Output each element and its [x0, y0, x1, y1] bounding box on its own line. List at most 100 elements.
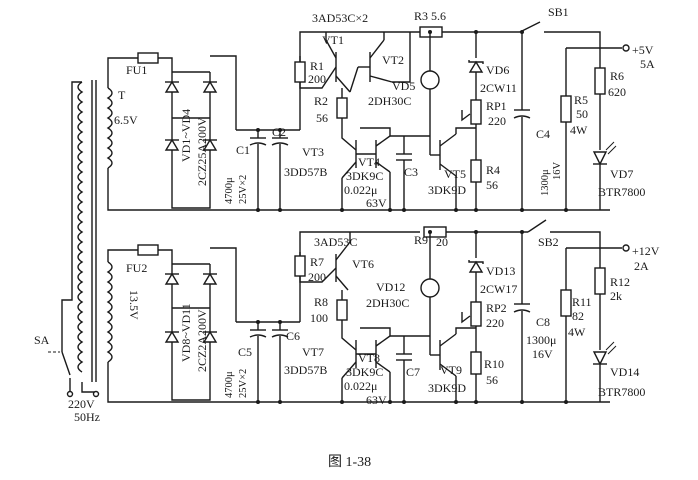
- c8-rating: 16V: [532, 347, 553, 361]
- vt4-type: 3DK9C: [346, 169, 383, 183]
- diode-vd5: [420, 70, 440, 90]
- secondary2-voltage: 13.5V: [127, 290, 141, 320]
- resistor-r8-label: R8: [314, 295, 328, 309]
- vd7-label: VD7: [610, 167, 633, 181]
- capacitor-c8-label: C8: [536, 315, 550, 329]
- capacitor-c6: [271, 322, 289, 402]
- transistor-vt9: [429, 327, 476, 402]
- resistor-r1-value: 200: [308, 72, 326, 86]
- resistor-r4-value: 56: [486, 178, 498, 192]
- capacitor-c7-value: 0.022μ: [344, 379, 377, 393]
- transistor-vt5: [429, 127, 476, 210]
- vd13-label: VD13: [486, 264, 515, 278]
- resistor-r7-label: R7: [310, 255, 324, 269]
- bridge-rectifier-1: [164, 71, 218, 209]
- resistor-r3-label: R3 5.6: [414, 9, 446, 23]
- capacitor-c7-rating: 63V: [366, 393, 387, 407]
- vd5-label: VD5: [392, 79, 415, 93]
- bridge2-diodes: VD8~VD11: [179, 303, 193, 362]
- capacitor-c4: [513, 32, 531, 210]
- capacitor-c3: [390, 135, 430, 210]
- resistor-r11-label: R11: [572, 295, 592, 309]
- capacitor-c7: [390, 335, 430, 402]
- output-12v-voltage: +12V: [632, 244, 660, 258]
- rp1-value: 220: [488, 114, 506, 128]
- junction-dots: [256, 30, 568, 404]
- output-5v-current: 5A: [640, 57, 655, 71]
- capacitor-c6-label: C6: [286, 329, 300, 343]
- capacitor-c5-label: C5: [238, 345, 252, 359]
- rp2-label: RP2: [486, 301, 507, 315]
- transistor-vt2: [349, 32, 393, 93]
- led-vd7: [592, 151, 608, 166]
- c56-value: 4700μ: [224, 371, 235, 398]
- rp2-value: 220: [486, 316, 504, 330]
- switch-sb1-label: SB1: [548, 5, 569, 19]
- vt8-type: 3DK9C: [346, 365, 383, 379]
- output-12v-terminal: [622, 244, 630, 252]
- resistor-r10: [470, 351, 482, 375]
- vd12-label: VD12: [376, 280, 405, 294]
- resistor-r11-value: 82: [572, 309, 584, 323]
- c4-rating: 16V: [552, 162, 563, 181]
- vd14-label: VD14: [610, 365, 639, 379]
- figure-caption: 图 1-38: [328, 455, 371, 470]
- resistor-r11-power: 4W: [568, 325, 586, 339]
- resistor-r11: [560, 289, 572, 317]
- vt1-label: VT1: [322, 33, 344, 47]
- mains-input: [48, 81, 100, 398]
- vt8-label: VT8: [358, 351, 380, 365]
- resistor-r7: [294, 255, 306, 277]
- capacitor-c3-label: C3: [404, 165, 418, 179]
- resistor-r1-label: R1: [310, 59, 324, 73]
- resistor-r5: [560, 95, 572, 123]
- vd5-type: 2DH30C: [368, 94, 411, 108]
- resistor-r10-value: 56: [486, 373, 498, 387]
- fuse-fu2-label: FU2: [126, 261, 147, 275]
- capacitor-c4-label: C4: [536, 127, 550, 141]
- resistor-r2-value: 56: [316, 111, 328, 125]
- vt6-type: 3AD53C: [314, 235, 357, 249]
- resistor-r12: [594, 267, 606, 295]
- vt12-type: 3AD53C×2: [312, 11, 368, 25]
- vt7-type: 3DD57B: [284, 363, 327, 377]
- resistor-r2-label: R2: [314, 94, 328, 108]
- resistor-r7-value: 200: [308, 270, 326, 284]
- potentiometer-rp2: [470, 301, 482, 327]
- resistor-r6: [594, 67, 606, 95]
- vd13-type: 2CW17: [480, 282, 517, 296]
- secondary1-voltage: 6.5V: [114, 113, 138, 127]
- c12-value: 4700μ: [224, 177, 235, 204]
- vd6-label: VD6: [486, 63, 509, 77]
- capacitor-c5: [249, 322, 267, 402]
- output-5v-terminal: [622, 44, 630, 52]
- rp1-label: RP1: [486, 99, 507, 113]
- c56-rating: 25V×2: [238, 369, 249, 398]
- output-5v-voltage: +5V: [632, 43, 654, 57]
- capacitor-c7-label: C7: [406, 365, 420, 379]
- vt9-label: VT9: [440, 363, 462, 377]
- fuse-fu1: [137, 52, 159, 64]
- resistor-r6-label: R6: [610, 69, 624, 83]
- vt4-label: VT4: [358, 155, 380, 169]
- c4-value: 1300μ: [540, 169, 551, 196]
- capacitor-c3-value: 0.022μ: [344, 183, 377, 197]
- resistor-r12-value: 2k: [610, 289, 622, 303]
- resistor-r6-value: 620: [608, 85, 626, 99]
- resistor-r8: [336, 299, 348, 321]
- switch-sa-label: SA: [34, 333, 50, 347]
- led-vd14: [592, 351, 608, 366]
- output-12v-current: 2A: [634, 259, 649, 273]
- resistor-r1: [294, 61, 306, 83]
- resistor-r8-value: 100: [310, 311, 328, 325]
- switch-sb2-label: SB2: [538, 235, 559, 249]
- vt6-label: VT6: [352, 257, 374, 271]
- diode-vd12: [420, 278, 440, 298]
- vt5-type: 3DK9D: [428, 183, 466, 197]
- vt9-type: 3DK9D: [428, 381, 466, 395]
- resistor-r5-value: 50: [576, 107, 588, 121]
- capacitor-c1-label: C1: [236, 143, 250, 157]
- transistor-vt4: [356, 127, 391, 210]
- capacitor-c2-label: C2: [272, 125, 286, 139]
